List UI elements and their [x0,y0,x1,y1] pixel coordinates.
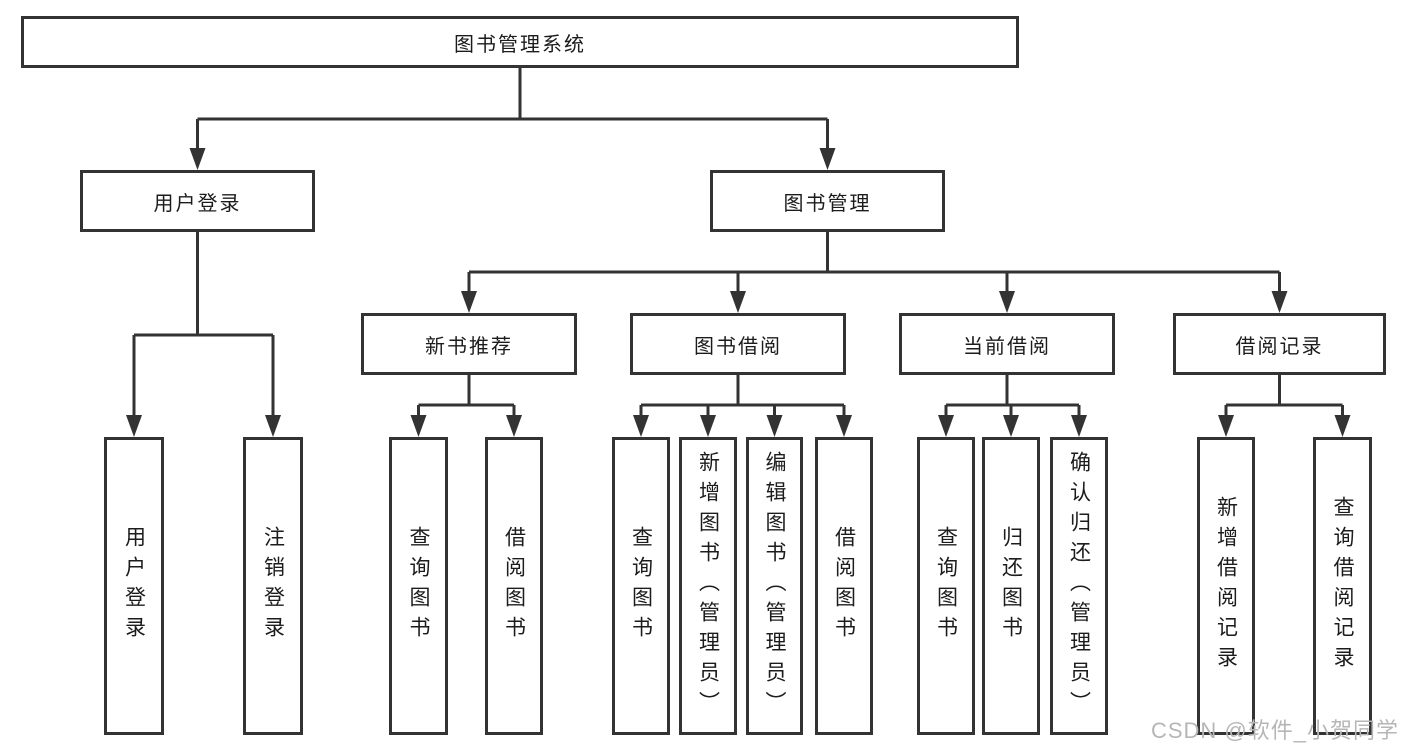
node-label: 借阅图书 [502,526,526,646]
node-label: 新书推荐 [425,335,513,358]
leaf-borrow-books-recommend: 借阅图书 [485,437,543,735]
node-label: 查询图书 [407,526,430,646]
node-label: 当前借阅 [963,335,1051,358]
node-label: 查询借阅记录 [1331,496,1354,676]
node-label: 查询图书 [934,526,958,646]
connector-book-management-to-level3 [467,232,1281,302]
leaf-add-books-admin: 新增图书（管理员） [679,437,737,735]
node-root-system: 图书管理系统 [21,16,1019,68]
connector-root-to-level2 [196,68,829,160]
leaf-query-books-borrowing: 查询图书 [612,437,670,735]
node-current-borrowing: 当前借阅 [899,313,1115,375]
arrowhead [766,415,783,437]
node-label: 注销登录 [261,526,285,646]
node-label: 借阅记录 [1235,335,1324,358]
connector-new-book-to-leaves [417,375,516,426]
node-new-book-recommend: 新书推荐 [361,313,577,375]
arrowhead [1218,415,1234,437]
node-label: 借阅图书 [832,526,856,646]
node-label: 查询图书 [629,526,653,646]
connector-borrowing-records-to-leaves [1224,375,1344,426]
leaf-query-books-current: 查询图书 [917,437,975,735]
leaf-query-books-recommend: 查询图书 [389,437,448,735]
arrowhead [836,415,852,437]
arrowhead [1334,415,1351,437]
node-book-borrowing: 图书借阅 [630,313,846,375]
node-label: 图书管理 [783,192,872,215]
leaf-return-books: 归还图书 [982,437,1040,735]
connector-user-login-to-leaves [132,232,275,426]
arrowhead [189,148,206,170]
connector-current-borrowing-to-leaves [944,375,1081,426]
csdn-watermark: CSDN @软件_小贺同学 [1150,718,1399,743]
arrowhead [265,415,281,437]
leaf-borrow-books: 借阅图书 [815,437,873,735]
node-borrowing-records: 借阅记录 [1173,313,1386,375]
node-label: 确认归还（管理员） [1067,451,1091,721]
arrowhead [999,291,1015,313]
arrowhead [938,415,954,437]
arrowhead [126,415,142,437]
node-label: 编辑图书（管理员） [763,451,786,721]
arrowhead [700,415,716,437]
arrowhead [1003,415,1019,437]
arrowhead [730,291,746,313]
leaf-edit-books-admin: 编辑图书（管理员） [746,437,803,735]
leaf-user-login: 用户登录 [104,437,164,735]
arrowhead [506,415,522,437]
node-label: 新增图书（管理员） [696,451,720,721]
connector-book-borrowing-to-leaves [639,375,846,426]
node-user-login: 用户登录 [80,170,315,232]
arrowhead [633,415,649,437]
leaf-add-borrow-record: 新增借阅记录 [1197,437,1255,735]
leaf-query-borrow-record: 查询借阅记录 [1313,437,1372,735]
node-label: 图书管理系统 [454,33,586,56]
leaf-logout: 注销登录 [243,437,303,735]
arrowhead [1071,415,1087,437]
node-label: 图书借阅 [694,335,782,358]
node-label: 用户登录 [153,192,242,215]
node-label: 归还图书 [999,526,1023,646]
arrowhead [1271,291,1288,313]
node-label: 新增借阅记录 [1214,496,1238,676]
node-book-management: 图书管理 [710,170,945,232]
leaf-confirm-return-admin: 确认归还（管理员） [1050,437,1108,735]
arrowhead [461,291,477,313]
node-label: 用户登录 [122,526,146,646]
arrowhead [410,415,427,437]
arrowhead [819,148,836,170]
